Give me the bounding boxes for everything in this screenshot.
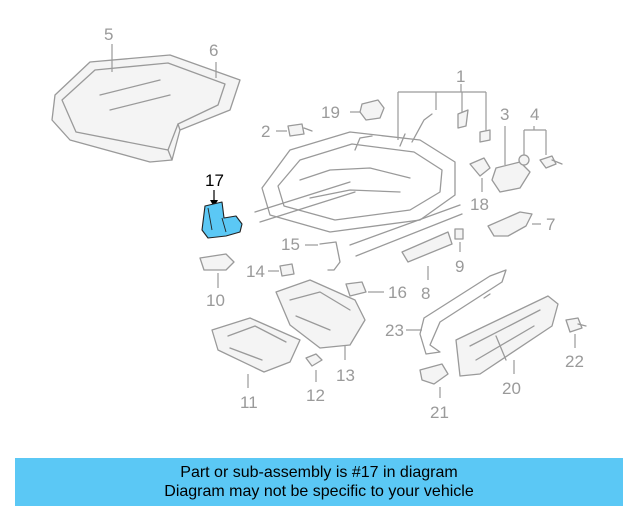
parts-diagram: 5 6 19 2 1 3 4 18 7 17 (51, 25, 587, 422)
callout-16: 16 (388, 283, 407, 302)
callout-20: 20 (502, 379, 521, 398)
seat-cushion-part (51, 54, 241, 163)
callout-15: 15 (281, 235, 300, 254)
callout-4: 4 (530, 105, 539, 124)
callout-6: 6 (209, 41, 218, 60)
callout-21: 21 (430, 403, 449, 422)
part-2-bolt (287, 123, 313, 137)
callout-19: 19 (321, 103, 340, 122)
callout-9: 9 (455, 257, 464, 276)
callout-12: 12 (306, 386, 325, 405)
callout-23: 23 (385, 321, 404, 340)
part-11-drawer (211, 317, 301, 373)
part-17-highlighted (201, 201, 243, 239)
seat-frame-part (254, 131, 463, 257)
callout-14: 14 (246, 262, 265, 281)
part-19 (359, 99, 385, 121)
callout-22: 22 (565, 352, 584, 371)
part-13-tray (275, 279, 366, 349)
callout-7: 7 (546, 215, 555, 234)
callout-5: 5 (104, 25, 113, 44)
callout-13: 13 (336, 366, 355, 385)
callout-1: 1 (456, 67, 465, 86)
callout-2: 2 (261, 122, 270, 141)
callout-3: 3 (500, 105, 509, 124)
banner-line-1: Part or sub-assembly is #17 in diagram (180, 464, 458, 481)
info-banner: Part or sub-assembly is #17 in diagram D… (15, 458, 623, 506)
banner-line-2: Diagram may not be specific to your vehi… (164, 483, 474, 500)
callout-10: 10 (206, 291, 225, 310)
callout-8: 8 (421, 284, 430, 303)
callout-11: 11 (240, 393, 258, 412)
callout-18: 18 (470, 195, 489, 214)
callout-17: 17 (205, 171, 224, 190)
part-20-side-panel (455, 295, 559, 377)
